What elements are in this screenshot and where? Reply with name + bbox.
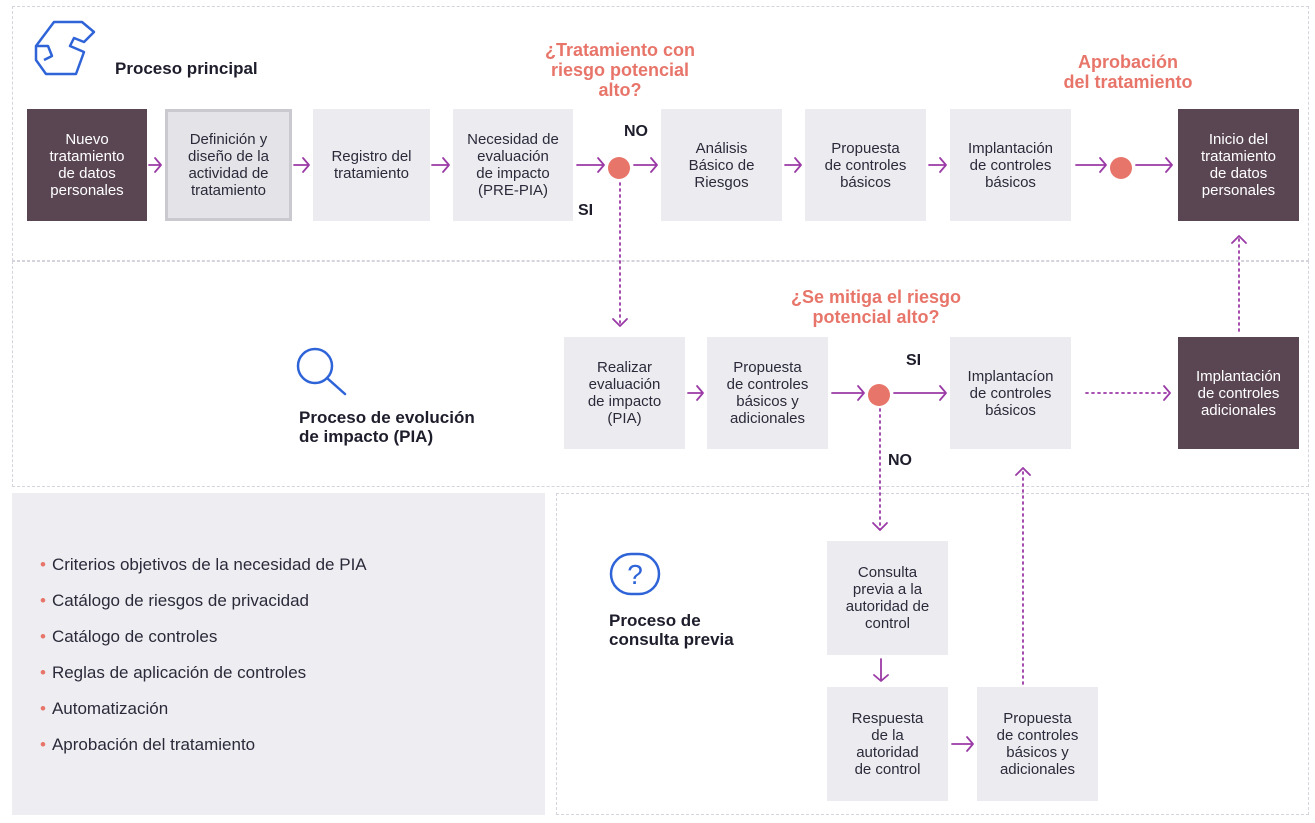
- arrowhead-inicio: [1231, 235, 1247, 244]
- box-definicion: Definición y diseño de la actividad de t…: [165, 109, 292, 221]
- arrow-propuesta-dot: [831, 385, 865, 401]
- arrowhead-pia: [612, 318, 628, 327]
- criteria-list: •Criterios objetivos de la necesidad de …: [40, 556, 367, 772]
- box-consulta-previa: Consulta previa a la autoridad de contro…: [827, 541, 948, 655]
- arrow-dot-inicio: [1135, 157, 1173, 173]
- box-inicio-tratamiento: Inicio del tratamiento de datos personal…: [1178, 109, 1299, 221]
- arrow-implantacion-dot: [1075, 157, 1107, 173]
- box-implantacion-adicionales: Implantación de controles adicionales: [1178, 337, 1299, 449]
- arrow-dot-implantacion: [893, 385, 947, 401]
- main-process-section: [12, 6, 1309, 261]
- box-respuesta-autoridad: Respuesta de la autoridad de control: [827, 687, 948, 801]
- pia-process-section: [12, 261, 1309, 487]
- decision-dot-approval: [1110, 157, 1132, 179]
- box-necesidad-pia: Necesidad de evaluación de impacto (PRE-…: [453, 109, 573, 221]
- criteria-panel: [12, 493, 545, 815]
- box-realizar-pia: Realizar evaluación de impacto (PIA): [564, 337, 685, 449]
- puzzle-icon: [34, 20, 96, 76]
- mitigate-question: ¿Se mitiga el riesgo potencial alto?: [790, 287, 962, 327]
- box-analisis-basico: Análisis Básico de Riesgos: [661, 109, 782, 221]
- no-label-top: NO: [624, 123, 648, 140]
- consulta-process-section: [556, 493, 1309, 815]
- approval-label: Aprobación del tratamiento: [1063, 52, 1193, 92]
- consulta-process-label: Proceso de consulta previa: [609, 611, 734, 649]
- magnifier-icon: [296, 347, 347, 396]
- arrow-nuevo-definicion: [148, 157, 162, 173]
- box-nuevo-tratamiento: Nuevo tratamiento de datos personales: [27, 109, 147, 221]
- si-label-top: SI: [578, 202, 594, 219]
- arrow-consulta-respuesta: [873, 658, 889, 682]
- risk-question: ¿Tratamiento con riesgo potencial alto?: [544, 40, 696, 100]
- decision-dot-risk: [608, 157, 630, 179]
- arrowhead-implantacion-mid: [1015, 467, 1031, 476]
- si-label-mid: SI: [906, 352, 922, 369]
- box-propuesta-adicionales-bottom: Propuesta de controles básicos y adicion…: [977, 687, 1098, 801]
- arrow-definicion-registro: [293, 157, 310, 173]
- list-item: •Automatización: [40, 699, 169, 718]
- list-item: •Aprobación del tratamiento: [40, 735, 256, 754]
- list-item: •Catálogo de controles: [40, 627, 218, 646]
- arrow-propuesta-implantacion: [928, 157, 947, 173]
- box-implantacion-basicos-mid: Implantacíon de controles básicos: [950, 337, 1071, 449]
- arrow-necesidad-dot: [576, 157, 605, 173]
- arrow-realizar-propuesta: [687, 385, 704, 401]
- arrow-analisis-propuesta: [784, 157, 802, 173]
- list-item: •Catálogo de riesgos de privacidad: [40, 591, 310, 610]
- question-icon: ?: [609, 552, 661, 596]
- arrowhead-adicionales: [1163, 385, 1171, 401]
- arrow-registro-necesidad: [431, 157, 450, 173]
- svg-text:?: ?: [627, 559, 643, 590]
- arrow-respuesta-propuesta: [951, 736, 974, 752]
- no-label-mid: NO: [888, 452, 912, 469]
- arrow-dot-analisis: [633, 157, 658, 173]
- decision-dot-mitigate: [868, 384, 890, 406]
- arrowhead-consulta: [872, 522, 888, 531]
- box-implantacion-basicos-top: Implantación de controles básicos: [950, 109, 1071, 221]
- list-item: •Criterios objetivos de la necesidad de …: [40, 555, 367, 574]
- box-propuesta-adicionales: Propuesta de controles básicos y adicion…: [707, 337, 828, 449]
- list-item: •Reglas de aplicación de controles: [40, 663, 307, 682]
- box-registro: Registro del tratamiento: [313, 109, 430, 221]
- box-propuesta-basicos: Propuesta de controles básicos: [805, 109, 926, 221]
- main-process-label: Proceso principal: [115, 59, 258, 78]
- pia-process-label: Proceso de evolución de impacto (PIA): [299, 408, 475, 446]
